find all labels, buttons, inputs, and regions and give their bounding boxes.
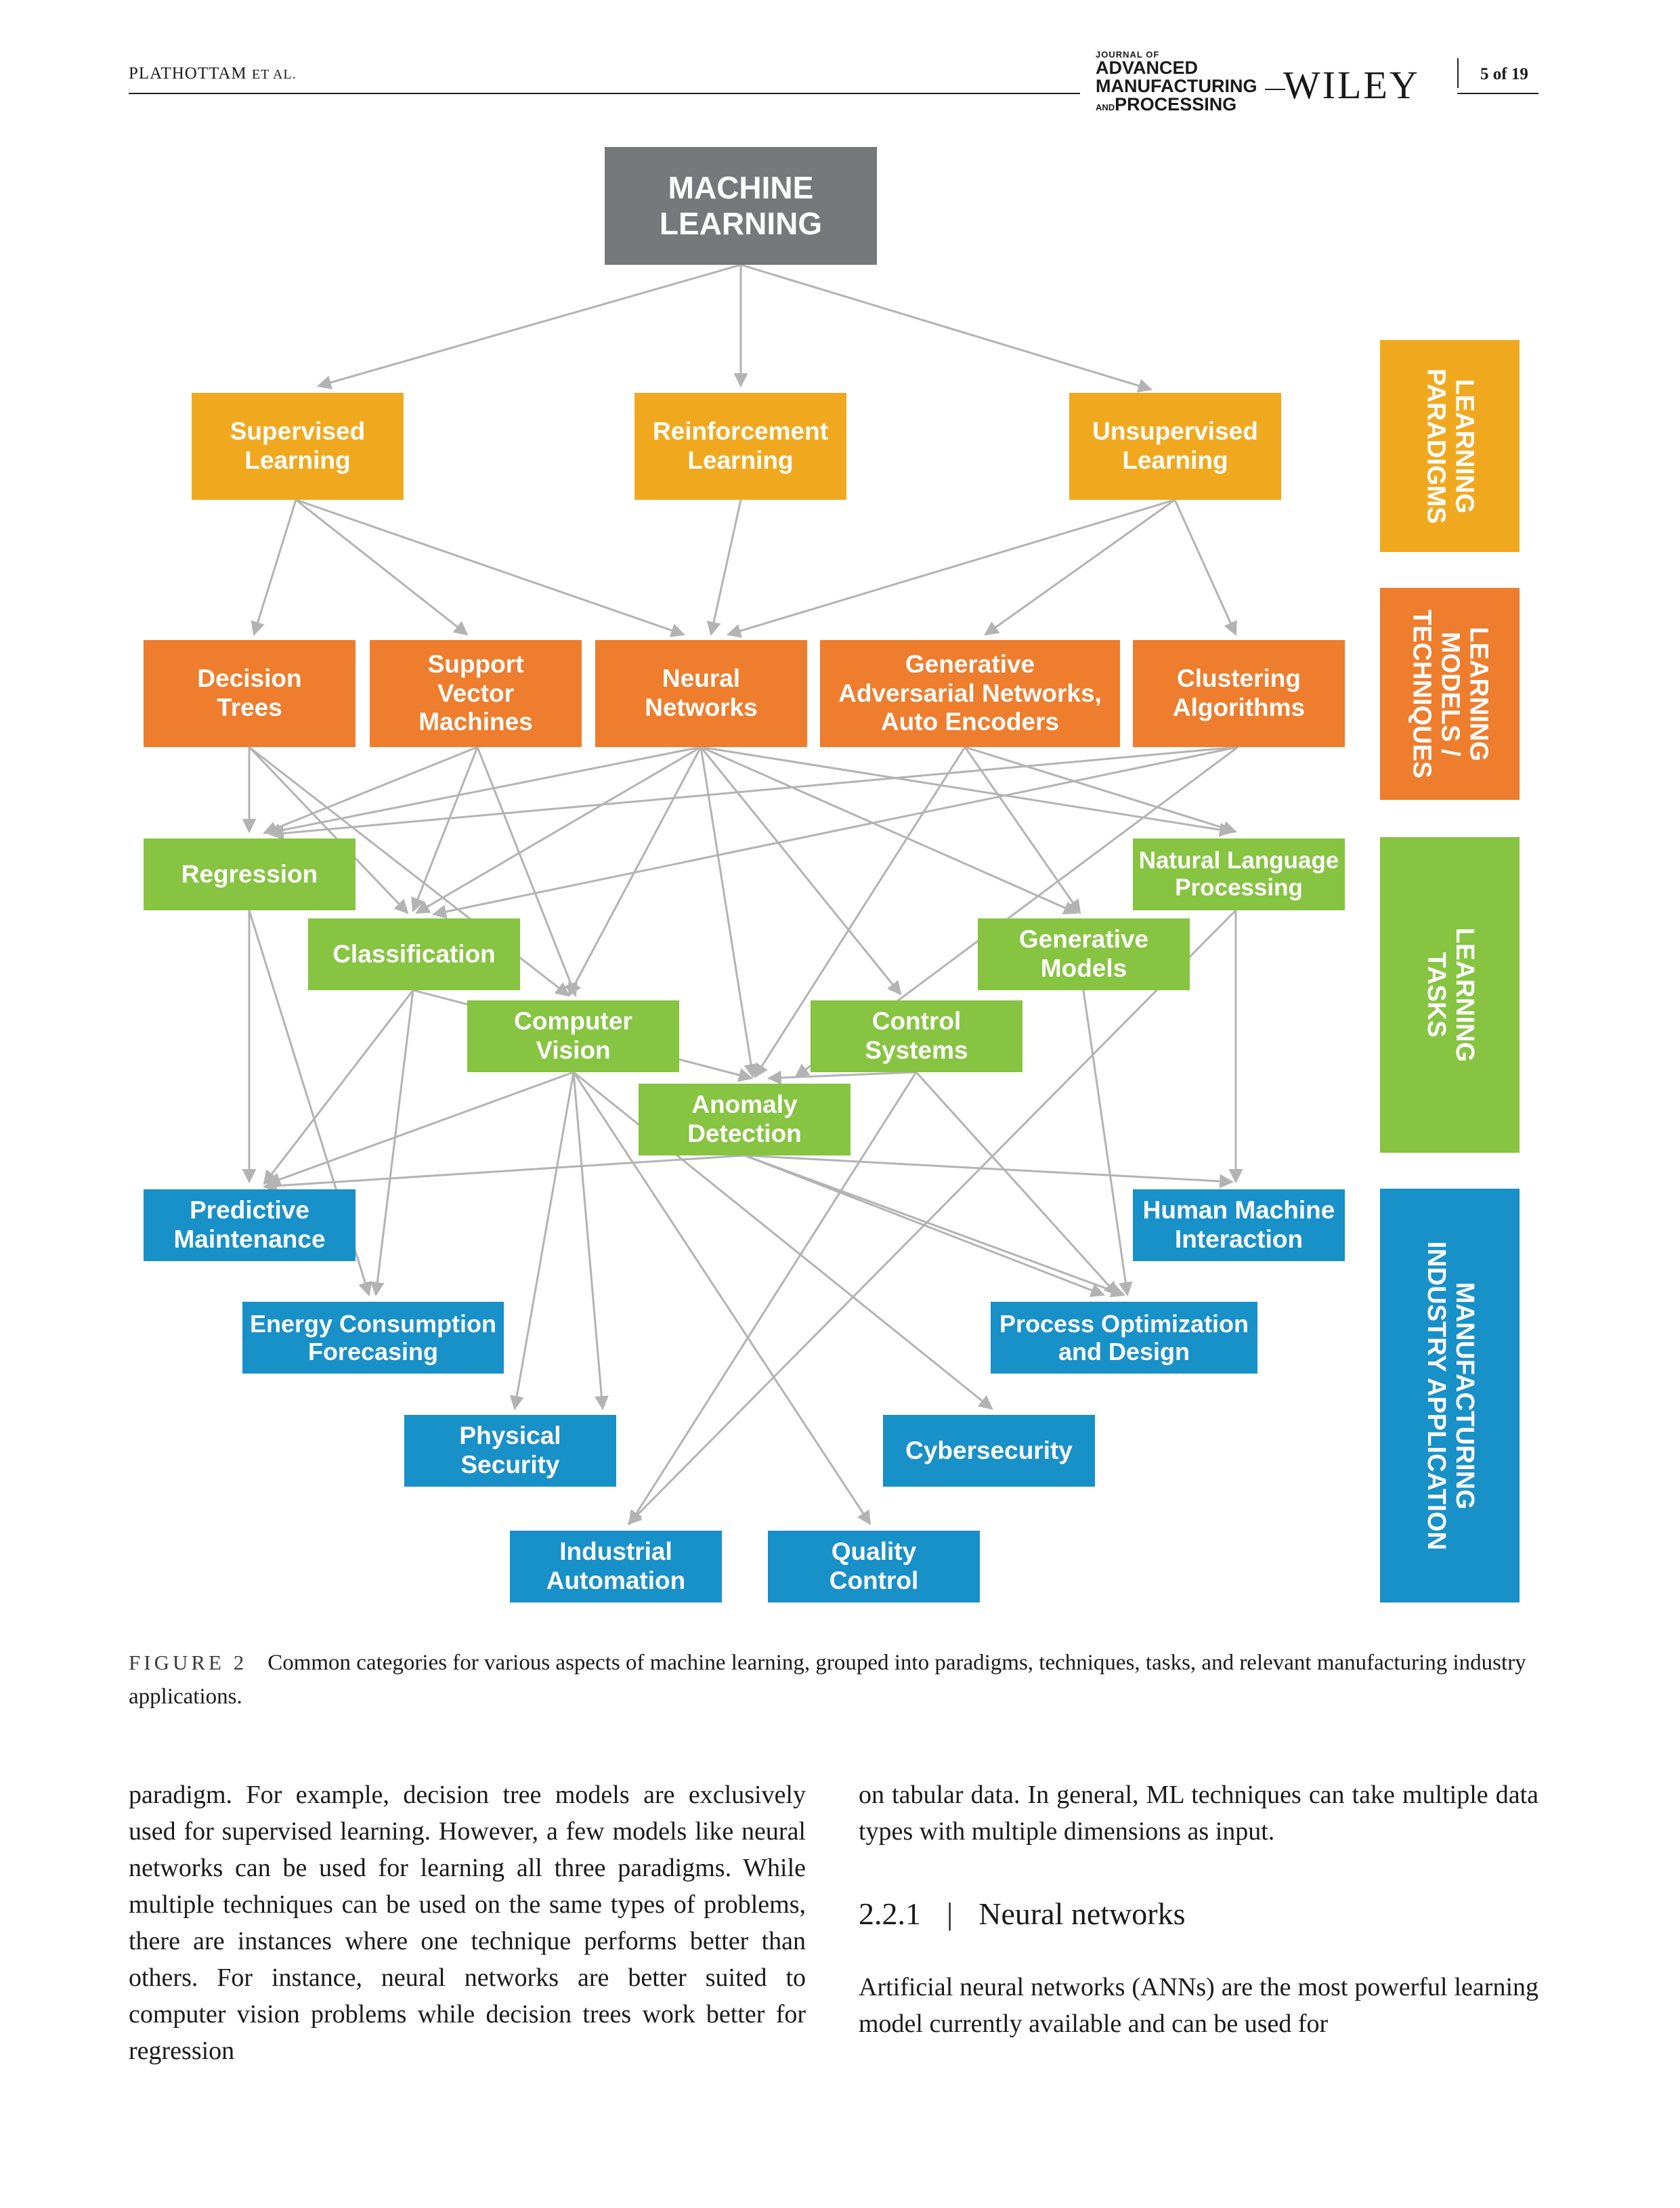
journal-line3: PROCESSING [1115, 94, 1237, 114]
node-control-systems: Control Systems [811, 1000, 1022, 1072]
band-manufacturing-application: MANUFACTURING INDUSTRY APPLICATION [1380, 1189, 1520, 1602]
band-manufacturing-label: MANUFACTURING INDUSTRY APPLICATION [1422, 1241, 1479, 1550]
node-computer-vision: Computer Vision [467, 1000, 679, 1072]
connector-arrow [744, 1154, 1125, 1298]
connector-arrow [699, 746, 902, 996]
connector-arrow [263, 990, 414, 1185]
band-learning-models-techniques: LEARNING MODELS / TECHNIQUES [1380, 588, 1520, 800]
node-supervised-learning: Supervised Learning [192, 393, 404, 500]
connector-arrow [411, 746, 479, 912]
journal-line1: ADVANCED [1096, 58, 1199, 78]
node-predictive-maintenance: Predictive Maintenance [144, 1189, 356, 1261]
body-right-column: on tabular data. In general, ML techniqu… [859, 1777, 1538, 2042]
ml-category-diagram: MACHINE LEARNING Supervised Learning Rei… [144, 147, 1520, 1602]
connector-arrow [744, 1154, 1234, 1189]
connector-arrow [754, 746, 966, 1078]
band-learning-models-label: LEARNING MODELS / TECHNIQUES [1408, 609, 1493, 779]
connector-arrow [699, 746, 758, 1079]
node-reinforcement-learning: Reinforcement Learning [634, 393, 846, 500]
connector-arrow [628, 1071, 918, 1525]
arrow-layer [242, 263, 1243, 1525]
page-number: 5 of 19 [1480, 65, 1528, 83]
connector-arrow [627, 909, 1237, 1525]
connector-arrow [915, 1071, 1119, 1296]
connector-arrow [984, 498, 1176, 636]
connector-arrow [509, 1071, 575, 1411]
connector-arrow [572, 1071, 609, 1411]
node-classification: Classification [308, 918, 520, 990]
connector-arrow [706, 499, 742, 637]
logo-connector [1265, 89, 1285, 90]
connector-arrow [726, 498, 1176, 638]
node-human-machine-interaction: Human Machine Interaction [1133, 1189, 1345, 1261]
section-heading: 2.2.1 | Neural networks [859, 1896, 1538, 1932]
figure-caption-text: Common categories for various aspects of… [129, 1651, 1526, 1709]
connector-arrow [415, 746, 702, 914]
body-paragraph: on tabular data. In general, ML techniqu… [859, 1781, 1538, 1846]
node-physical-security: Physical Security [404, 1415, 616, 1487]
node-support-vector-machines: Support Vector Machines [370, 640, 582, 747]
running-head: PLATHOTTAM ET AL. [129, 64, 297, 83]
connector-arrow [964, 746, 1081, 914]
connector-arrow [964, 746, 1238, 835]
node-process-optimization-design: Process Optimization and Design [991, 1302, 1257, 1374]
band-learning-tasks: LEARNING TASKS [1380, 837, 1520, 1153]
node-energy-consumption-forecasting: Energy Consumption Forecasing [242, 1302, 504, 1374]
journal-and: AND [1096, 102, 1115, 112]
header-right-rule [1457, 93, 1538, 94]
section-separator: | [947, 1896, 953, 1931]
section-number: 2.2.1 [859, 1896, 921, 1931]
connector-arrow [1173, 499, 1237, 636]
header-separator [1457, 58, 1459, 88]
node-generative-models: Generative Models [978, 918, 1190, 990]
node-machine-learning: MACHINE LEARNING [605, 147, 877, 265]
header-rule [129, 93, 1080, 94]
connector-arrow [744, 1154, 1105, 1297]
connector-arrow [263, 746, 478, 835]
connector-arrow [767, 1070, 917, 1085]
connector-arrow [269, 746, 1239, 841]
journal-logo: JOURNAL OF ADVANCED MANUFACTURING ANDPRO… [1096, 50, 1257, 114]
connector-arrow [251, 499, 297, 637]
body-paragraph: Artificial neural networks (ANNs) are th… [859, 1973, 1538, 2038]
connector-arrow [740, 263, 1153, 393]
publisher-logo: WILEY [1283, 63, 1420, 107]
node-regression: Regression [144, 838, 356, 910]
connector-arrow [1082, 990, 1133, 1297]
connector-arrow [266, 1071, 574, 1187]
node-quality-control: Quality Control [768, 1531, 980, 1602]
node-anomaly-detection: Anomaly Detection [639, 1084, 850, 1155]
band-learning-tasks-label: LEARNING TASKS [1421, 927, 1479, 1063]
journal-line3-wrap: ANDPROCESSING [1096, 95, 1257, 114]
connector-arrow [316, 263, 741, 389]
node-cybersecurity: Cybersecurity [883, 1415, 1095, 1487]
connector-arrow [572, 1071, 871, 1525]
band-learning-paradigms-label: LEARNING PARADIGMS [1422, 368, 1479, 524]
node-unsupervised-learning: Unsupervised Learning [1069, 393, 1281, 500]
journal-line2: MANUFACTURING [1096, 76, 1257, 96]
running-head-suffix: ET AL. [251, 67, 297, 82]
connector-arrow [265, 746, 702, 838]
connector-arrow [567, 746, 702, 997]
connector-arrow [431, 746, 1239, 919]
figure-label: FIGURE 2 [129, 1651, 248, 1674]
node-natural-language-processing: Natural Language Processing [1133, 838, 1345, 910]
connector-arrow [370, 990, 414, 1297]
connector-arrow [700, 746, 1078, 914]
connector-arrow [295, 498, 685, 637]
node-decision-trees: Decision Trees [144, 640, 356, 747]
node-industrial-automation: Industrial Automation [510, 1531, 722, 1602]
body-paragraph: paradigm. For example, decision tree mod… [129, 1781, 806, 2065]
node-gan-autoencoders: Generative Adversarial Networks, Auto En… [820, 640, 1120, 747]
node-neural-networks: Neural Networks [595, 640, 807, 747]
node-clustering-algorithms: Clustering Algorithms [1133, 640, 1345, 747]
connector-arrow [295, 498, 469, 636]
section-title: Neural networks [978, 1896, 1186, 1931]
body-left-column: paradigm. For example, decision tree mod… [129, 1777, 806, 2069]
band-learning-paradigms: LEARNING PARADIGMS [1380, 340, 1520, 552]
journal-prefix: JOURNAL OF [1096, 49, 1160, 60]
running-head-author: PLATHOTTAM [129, 64, 247, 83]
connector-arrow [262, 1154, 746, 1193]
